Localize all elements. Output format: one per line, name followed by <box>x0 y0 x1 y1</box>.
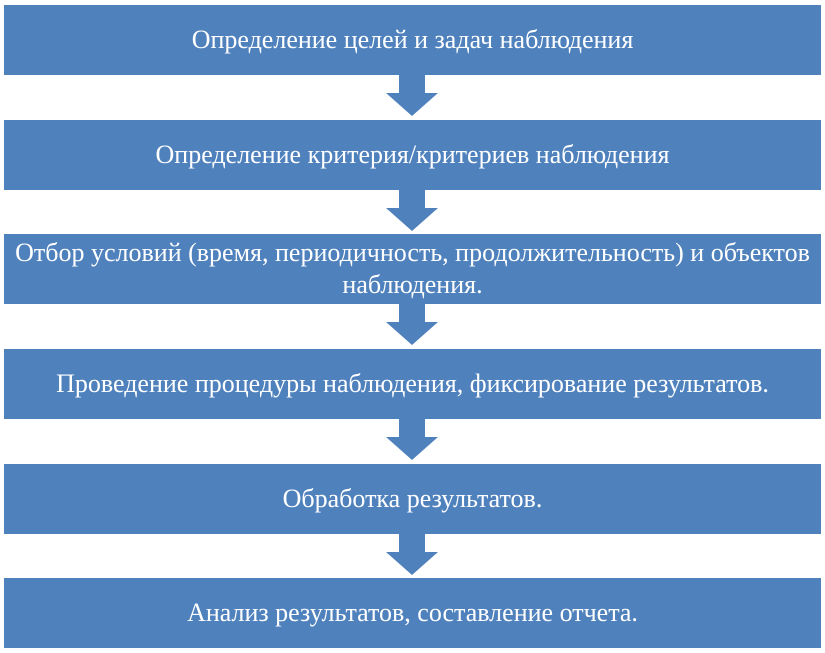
down-arrow-icon <box>386 190 438 231</box>
down-arrow-icon <box>386 75 438 116</box>
step-analyze-report: Анализ результатов, составление отчета. <box>4 578 821 648</box>
down-arrow-icon <box>386 304 438 345</box>
step-label: Отбор условий (время, периодичность, про… <box>15 238 810 299</box>
step-select-conditions: Отбор условий (время, периодичность, про… <box>4 234 821 304</box>
step-label: Определение целей и задач наблюдения <box>191 25 634 54</box>
step-label: Проведение процедуры наблюдения, фиксиро… <box>56 369 769 398</box>
down-arrow-icon <box>386 534 438 575</box>
step-label: Обработка результатов. <box>282 484 543 513</box>
step-label: Анализ результатов, составление отчета. <box>187 598 638 627</box>
down-arrow-icon <box>386 419 438 460</box>
step-define-criteria: Определение критерия/критериев наблюдени… <box>4 120 821 190</box>
step-label: Определение критерия/критериев наблюдени… <box>155 140 670 169</box>
step-process-results: Обработка результатов. <box>4 464 821 534</box>
step-define-goals: Определение целей и задач наблюдения <box>4 5 821 75</box>
step-conduct-observation: Проведение процедуры наблюдения, фиксиро… <box>4 349 821 419</box>
